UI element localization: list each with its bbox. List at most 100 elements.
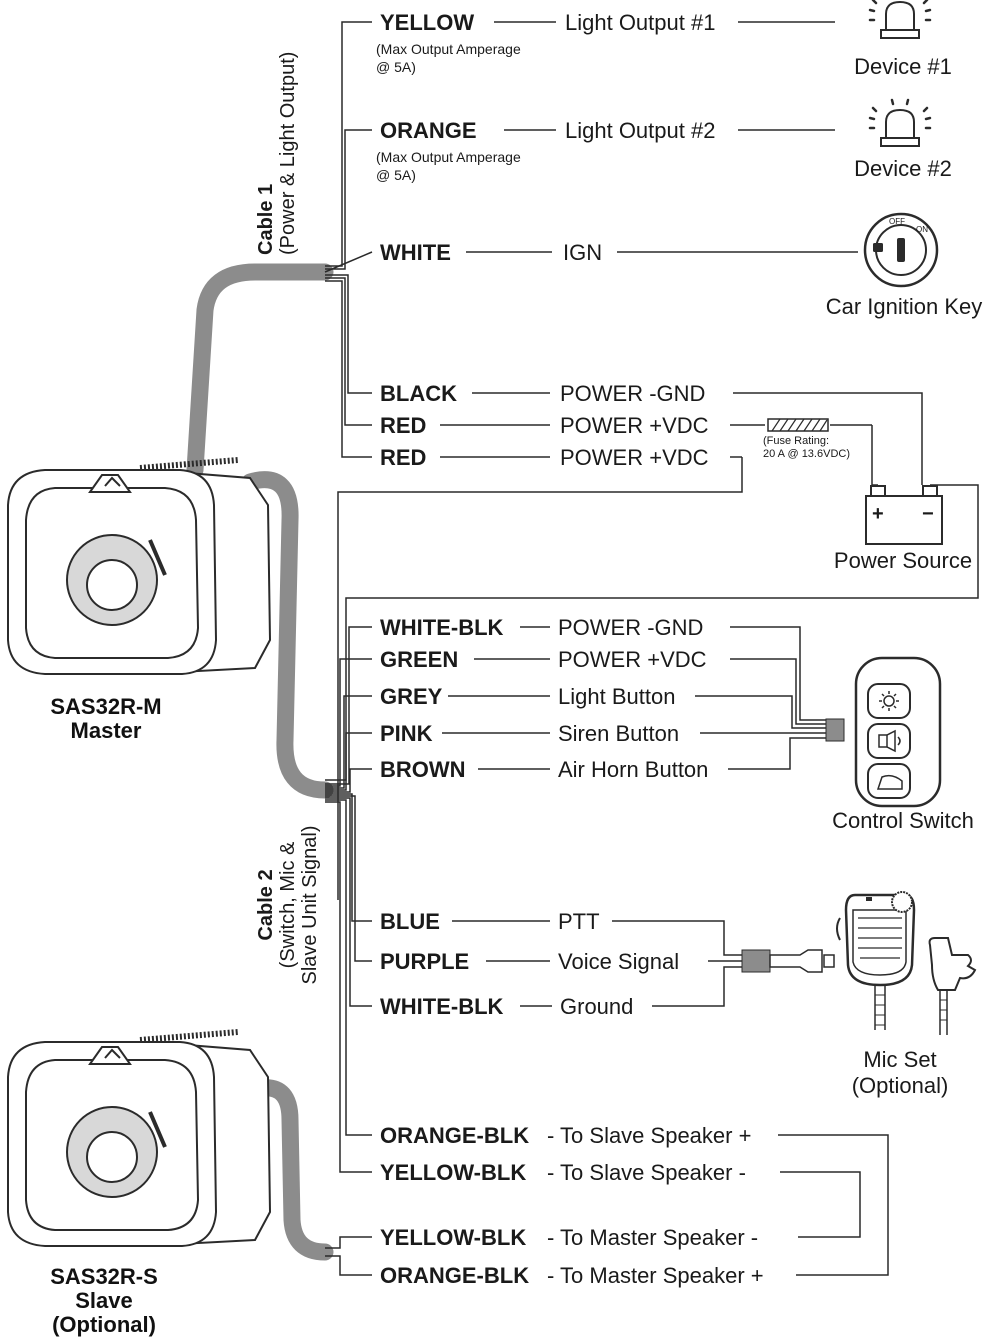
wire-function: PTT — [558, 909, 600, 934]
wire-row-pink: PINK Siren Button — [380, 721, 828, 746]
battery-icon: + − — [865, 485, 943, 545]
mic-label-line2: (Optional) — [852, 1073, 949, 1098]
wire-note: @ 5A) — [376, 167, 416, 183]
wire-label: ORANGE — [380, 118, 477, 143]
wire-label: ORANGE-BLK — [380, 1263, 529, 1288]
wire-label: YELLOW-BLK — [380, 1160, 526, 1185]
bundle-cable2 — [325, 484, 979, 1173]
slave-label-line2: Slave — [75, 1288, 133, 1313]
ignition-on-label: ON — [916, 225, 928, 234]
wire-label: ORANGE-BLK — [380, 1123, 529, 1148]
wire-label: WHITE-BLK — [380, 994, 504, 1019]
wire-function: Siren Button — [558, 721, 679, 746]
wire-label: RED — [380, 445, 426, 470]
wire-row-orange-blk-1: ORANGE-BLK - To Slave Speaker + — [380, 1123, 889, 1276]
wire-note: (Max Output Amperage — [376, 41, 521, 57]
bundle-cable1 — [324, 21, 373, 458]
wire-note: (Max Output Amperage — [376, 149, 521, 165]
wire-row-blue: BLUE PTT — [380, 909, 742, 956]
cable1-label: Cable 1 (Power & Light Output) — [255, 52, 299, 255]
wire-function: Voice Signal — [558, 949, 679, 974]
wire-label: BROWN — [380, 757, 466, 782]
cables — [186, 263, 334, 1261]
wire-function: - To Master Speaker + — [547, 1263, 764, 1288]
wire-label: WHITE — [380, 240, 451, 265]
red-wire-return — [337, 457, 743, 900]
cable-slave — [253, 1079, 334, 1261]
cable2-title: Cable 2 — [255, 869, 277, 940]
ignition-off-label: OFF — [889, 217, 905, 226]
master-label-line2: Master — [71, 718, 142, 743]
microphone-icon — [741, 891, 977, 1035]
cable2-label: Cable 2 (Switch, Mic & Slave Unit Signal… — [255, 826, 321, 985]
wire-function: IGN — [563, 240, 602, 265]
cable2-line3: Slave Unit Signal) — [299, 826, 321, 985]
wire-row-orange-blk-2: ORANGE-BLK - To Master Speaker + — [380, 1263, 764, 1288]
wire-row-black: BLACK POWER -GND — [380, 381, 923, 485]
wire-row-white-blk-1: WHITE-BLK POWER -GND — [380, 615, 828, 721]
wire-function: Light Output #2 — [565, 118, 715, 143]
beacon-light-icon — [868, 0, 932, 39]
wire-label: WHITE-BLK — [380, 615, 504, 640]
battery-minus: − — [922, 503, 934, 525]
wire-function: POWER -GND — [558, 615, 703, 640]
wire-label: GREY — [380, 684, 443, 709]
wire-label: GREEN — [380, 647, 458, 672]
wire-label: YELLOW — [380, 10, 474, 35]
slave-label-line1: SAS32R-S — [50, 1264, 158, 1289]
wire-function: - To Slave Speaker + — [547, 1123, 751, 1148]
master-speaker — [7, 457, 272, 675]
wire-row-yellow-blk-1: YELLOW-BLK - To Slave Speaker - — [380, 1160, 861, 1238]
wire-row-red-2: RED POWER +VDC — [380, 445, 742, 470]
wire-note: @ 5A) — [376, 59, 416, 75]
wire-label: PURPLE — [380, 949, 469, 974]
ignition-label: Car Ignition Key — [826, 294, 983, 319]
wire-row-white-blk-2: WHITE-BLK Ground — [380, 966, 742, 1019]
wire-label: PINK — [380, 721, 433, 746]
wire-function: - To Master Speaker - — [547, 1225, 758, 1250]
ignition-key-icon: OFF ON — [863, 212, 939, 288]
cable2-line2: (Switch, Mic & — [277, 841, 299, 968]
mic-label-line1: Mic Set — [863, 1047, 936, 1072]
cable-1 — [186, 263, 334, 479]
wire-function: - To Slave Speaker - — [547, 1160, 746, 1185]
wire-function: Air Horn Button — [558, 757, 708, 782]
wire-function: POWER +VDC — [560, 445, 709, 470]
wire-row-yellow-blk-2: YELLOW-BLK - To Master Speaker - — [380, 1225, 758, 1250]
wire-row-green: GREEN POWER +VDC — [380, 647, 828, 725]
wire-row-grey: GREY Light Button — [380, 684, 828, 729]
beacon-light-icon — [868, 98, 932, 147]
wire-function: POWER -GND — [560, 381, 705, 406]
slave-label-line3: (Optional) — [52, 1312, 156, 1337]
wire-label: BLUE — [380, 909, 440, 934]
wire-function: Light Output #1 — [565, 10, 715, 35]
cable1-subtitle: (Power & Light Output) — [277, 52, 299, 255]
control-switch-label: Control Switch — [832, 808, 974, 833]
device2-label: Device #2 — [854, 156, 952, 181]
bundle-slave — [325, 1236, 372, 1276]
wire-row-purple: PURPLE Voice Signal — [380, 949, 742, 974]
fuse-rating-line1: (Fuse Rating: — [763, 435, 829, 447]
battery-plus: + — [872, 503, 884, 525]
wire-function: POWER +VDC — [558, 647, 707, 672]
wire-row-white: WHITE IGN — [380, 240, 858, 265]
control-switch-icon — [825, 656, 942, 808]
wire-function: POWER +VDC — [560, 413, 709, 438]
wire-row-brown: BROWN Air Horn Button — [380, 737, 828, 782]
wire-label: YELLOW-BLK — [380, 1225, 526, 1250]
fuse-rating-line2: 20 A @ 13.6VDC) — [763, 448, 850, 460]
cable1-title: Cable 1 — [255, 184, 277, 255]
cable-2 — [241, 471, 334, 799]
wire-row-red-1: RED POWER +VDC — [380, 413, 878, 486]
wire-function: Light Button — [558, 684, 675, 709]
power-source-label: Power Source — [834, 548, 972, 573]
wire-row-yellow: YELLOW Light Output #1 (Max Output Amper… — [376, 10, 835, 75]
wire-row-orange: ORANGE Light Output #2 (Max Output Amper… — [376, 118, 835, 183]
wire-function: Ground — [560, 994, 633, 1019]
wire-label: RED — [380, 413, 426, 438]
fuse: (Fuse Rating: 20 A @ 13.6VDC) — [763, 418, 850, 460]
device1-label: Device #1 — [854, 54, 952, 79]
slave-speaker — [7, 1029, 272, 1247]
wire-label: BLACK — [380, 381, 457, 406]
